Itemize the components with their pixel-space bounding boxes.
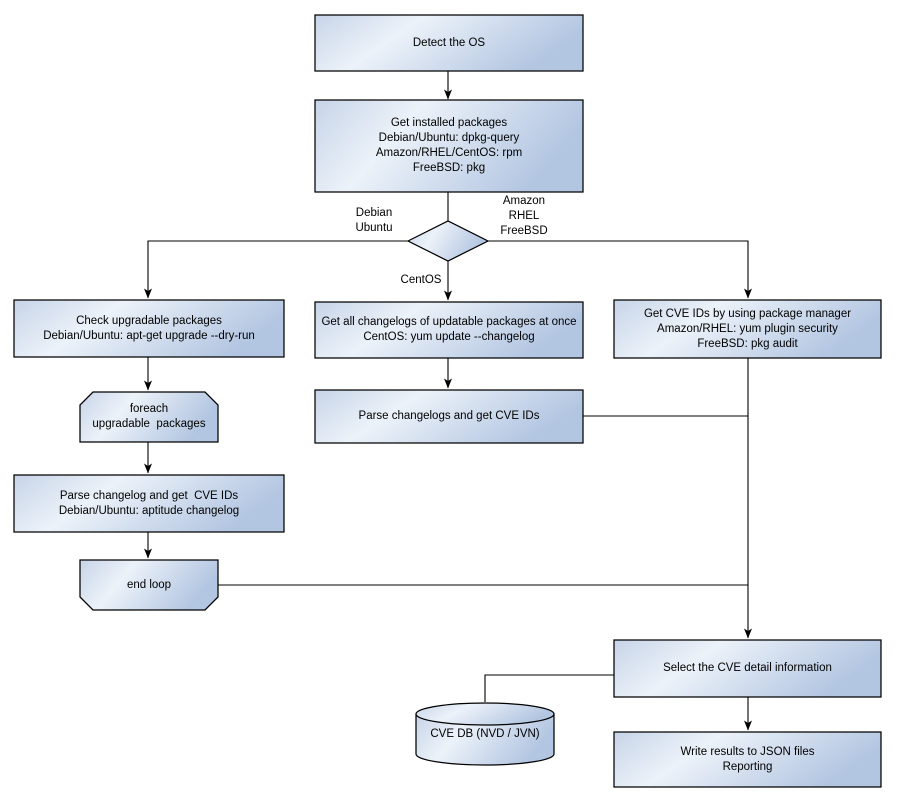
foreach-loop-start-shape <box>79 391 219 443</box>
edge-select-to-cve-db <box>484 674 614 702</box>
end-loop-shape <box>79 559 219 611</box>
detect-os-box <box>314 14 584 72</box>
get-installed-packages-box <box>314 99 584 193</box>
edge-decision-to-check-upgradable <box>144 240 408 299</box>
parse-changelog-left-box <box>13 474 285 533</box>
get-cve-ids-pkg-manager-box <box>613 299 882 359</box>
edge-decision-to-get-cve-ids <box>488 240 752 299</box>
check-upgradable-packages-box <box>13 299 285 358</box>
cve-db-cylinder-body <box>415 714 555 766</box>
parse-changelogs-mid-box <box>314 389 584 444</box>
os-decision-diamond <box>406 220 490 262</box>
write-results-box <box>613 731 882 788</box>
node-shapes <box>13 14 882 788</box>
connectors <box>144 71 752 731</box>
cve-db-cylinder-top <box>415 702 555 726</box>
select-cve-detail-box <box>613 639 882 698</box>
get-all-changelogs-box <box>314 301 584 359</box>
